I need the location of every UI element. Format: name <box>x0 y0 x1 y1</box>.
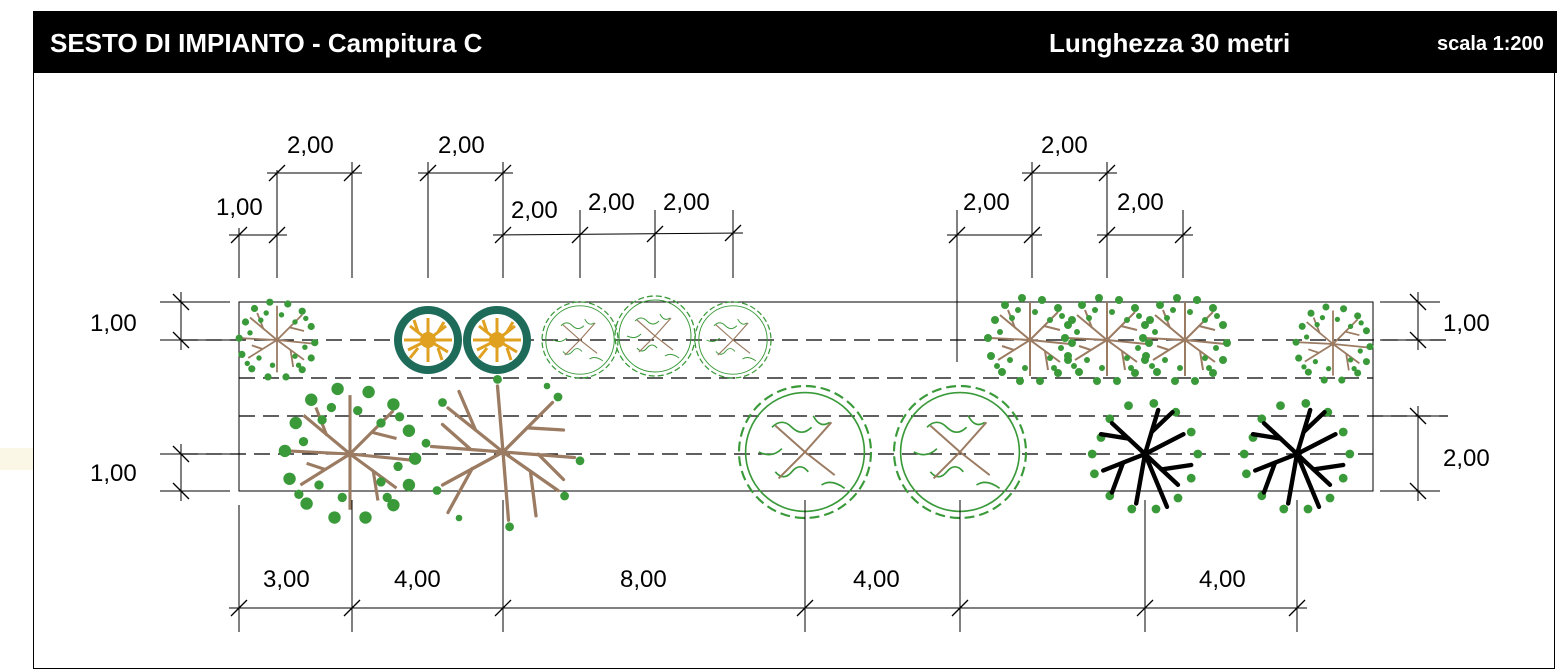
dim-right-2: 2,00 <box>1443 445 1490 472</box>
dim-right-1: 1,00 <box>1443 310 1490 337</box>
dim-bottom-2: 4,00 <box>394 566 441 593</box>
dim-top-2: 2,00 <box>287 132 334 159</box>
dashed-guides <box>182 339 1448 455</box>
scale-label: scala 1:200 <box>1437 33 1544 55</box>
dim-bottom-4: 4,00 <box>853 566 900 593</box>
dim-top-4: 2,00 <box>511 197 558 224</box>
dim-top-1: 1,00 <box>216 194 263 221</box>
drawing-frame <box>33 73 1555 669</box>
planting-strip <box>238 301 1374 492</box>
right-dimensions <box>1380 292 1440 501</box>
tree-row-bottom <box>277 373 1355 533</box>
dim-bottom-1: 3,00 <box>263 566 310 593</box>
dim-top-9: 2,00 <box>1117 189 1164 216</box>
dim-left-2: 1,00 <box>90 460 137 487</box>
top-dimensions <box>229 162 1193 362</box>
bottom-dimensions <box>229 500 1307 632</box>
length-label: Lunghezza 30 metri <box>1049 28 1291 58</box>
dim-top-7: 2,00 <box>963 189 1010 216</box>
dim-top-8: 2,00 <box>1041 132 1088 159</box>
title-bar: SESTO DI IMPIANTO - Campitura C Lunghezz… <box>33 11 1557 73</box>
dim-top-3: 2,00 <box>438 132 485 159</box>
dim-top-6: 2,00 <box>663 189 710 216</box>
drawing-title: SESTO DI IMPIANTO - Campitura C <box>50 28 483 58</box>
edge-tint <box>0 448 33 470</box>
left-dimensions <box>160 292 230 501</box>
dim-bottom-3: 8,00 <box>620 566 667 593</box>
dim-top-5: 2,00 <box>588 189 635 216</box>
dim-left-1: 1,00 <box>90 310 137 337</box>
dim-bottom-5: 4,00 <box>1199 566 1246 593</box>
